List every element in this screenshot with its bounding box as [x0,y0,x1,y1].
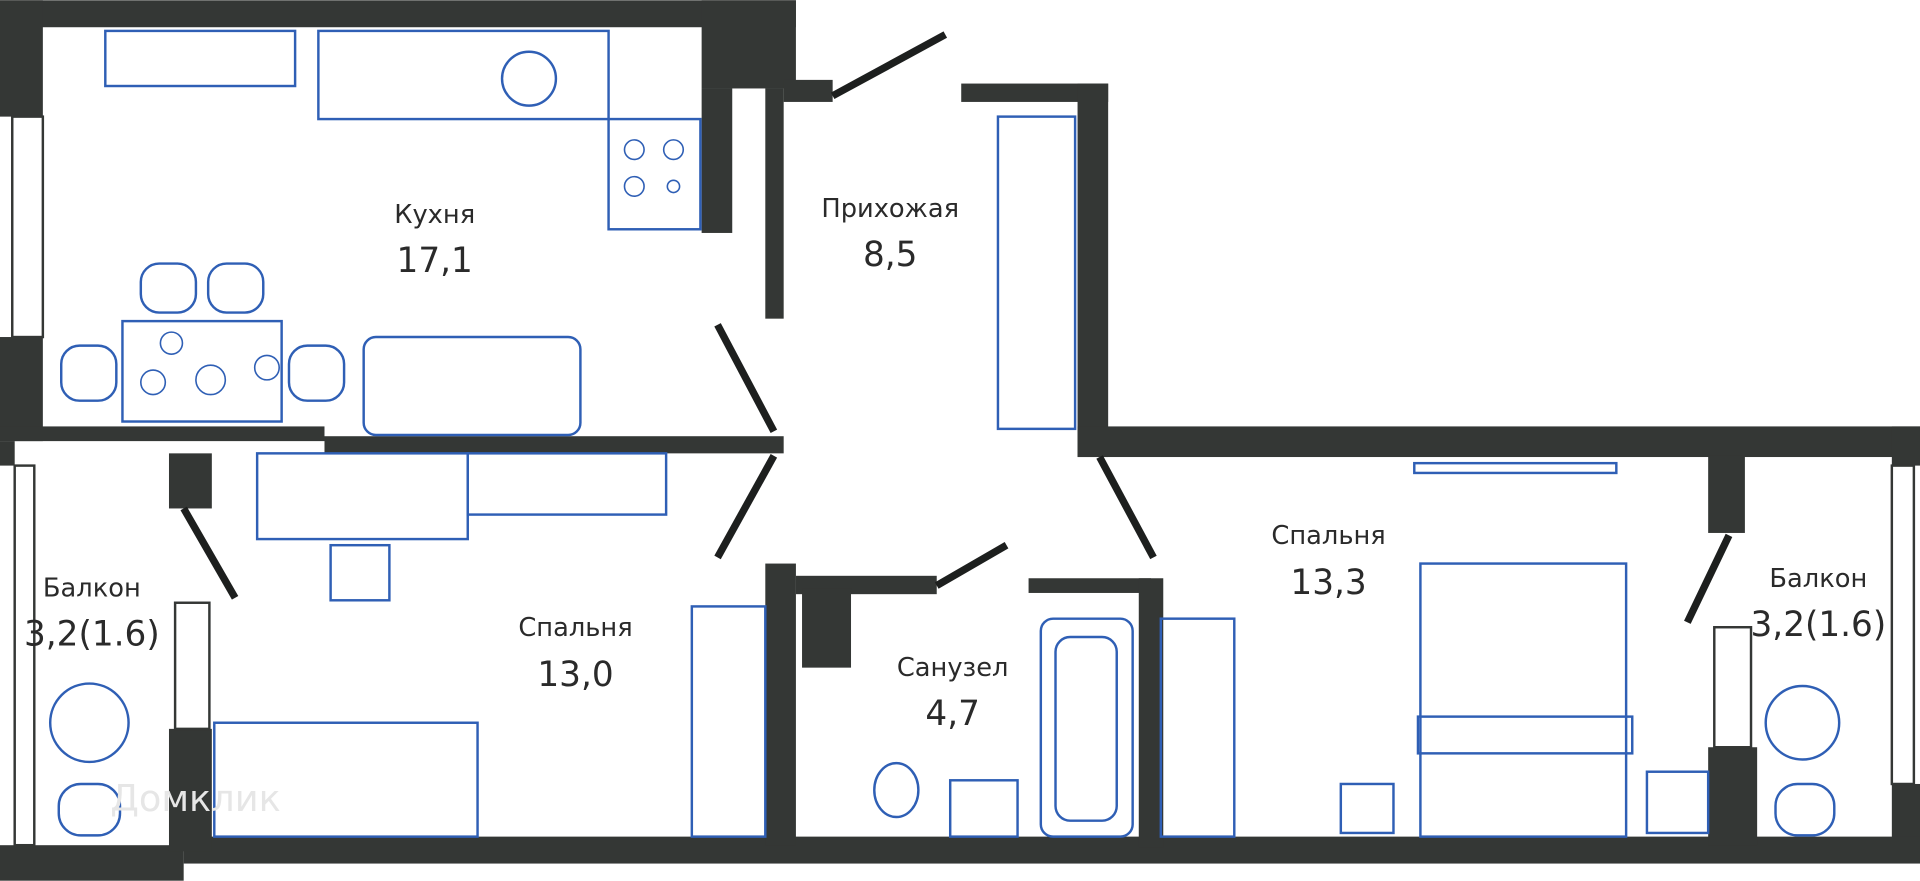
room-name: Балкон [1769,564,1867,594]
room-area: 8,5 [863,235,917,275]
room-area: 3,2(1.6) [24,615,160,655]
room-area: 13,3 [1290,563,1366,603]
room-name: Балкон [43,574,141,604]
room-bedroom-right: Спальня 13,3 [1271,521,1385,603]
room-hallway: Прихожая 8,5 [821,194,959,275]
room-area: 4,7 [925,694,979,734]
room-name: Кухня [394,200,475,230]
doors [180,31,1733,624]
room-name: Спальня [518,613,632,643]
room-kitchen: Кухня 17,1 [394,200,475,281]
furniture [48,29,1841,838]
room-name: Прихожая [821,194,959,224]
room-area: 13,0 [537,655,613,695]
watermark-logo: Домклик [110,777,281,820]
room-balcony-left: Балкон 3,2(1.6) [24,574,160,655]
room-bedroom-left: Спальня 13,0 [518,613,632,695]
room-bathroom: Санузел 4,7 [897,653,1009,734]
windows [11,115,1916,847]
room-balcony-right: Балкон 3,2(1.6) [1751,564,1887,645]
room-name: Спальня [1271,521,1385,551]
room-name: Санузел [897,653,1009,683]
room-area: 17,1 [397,241,473,281]
room-area: 3,2(1.6) [1751,605,1887,645]
